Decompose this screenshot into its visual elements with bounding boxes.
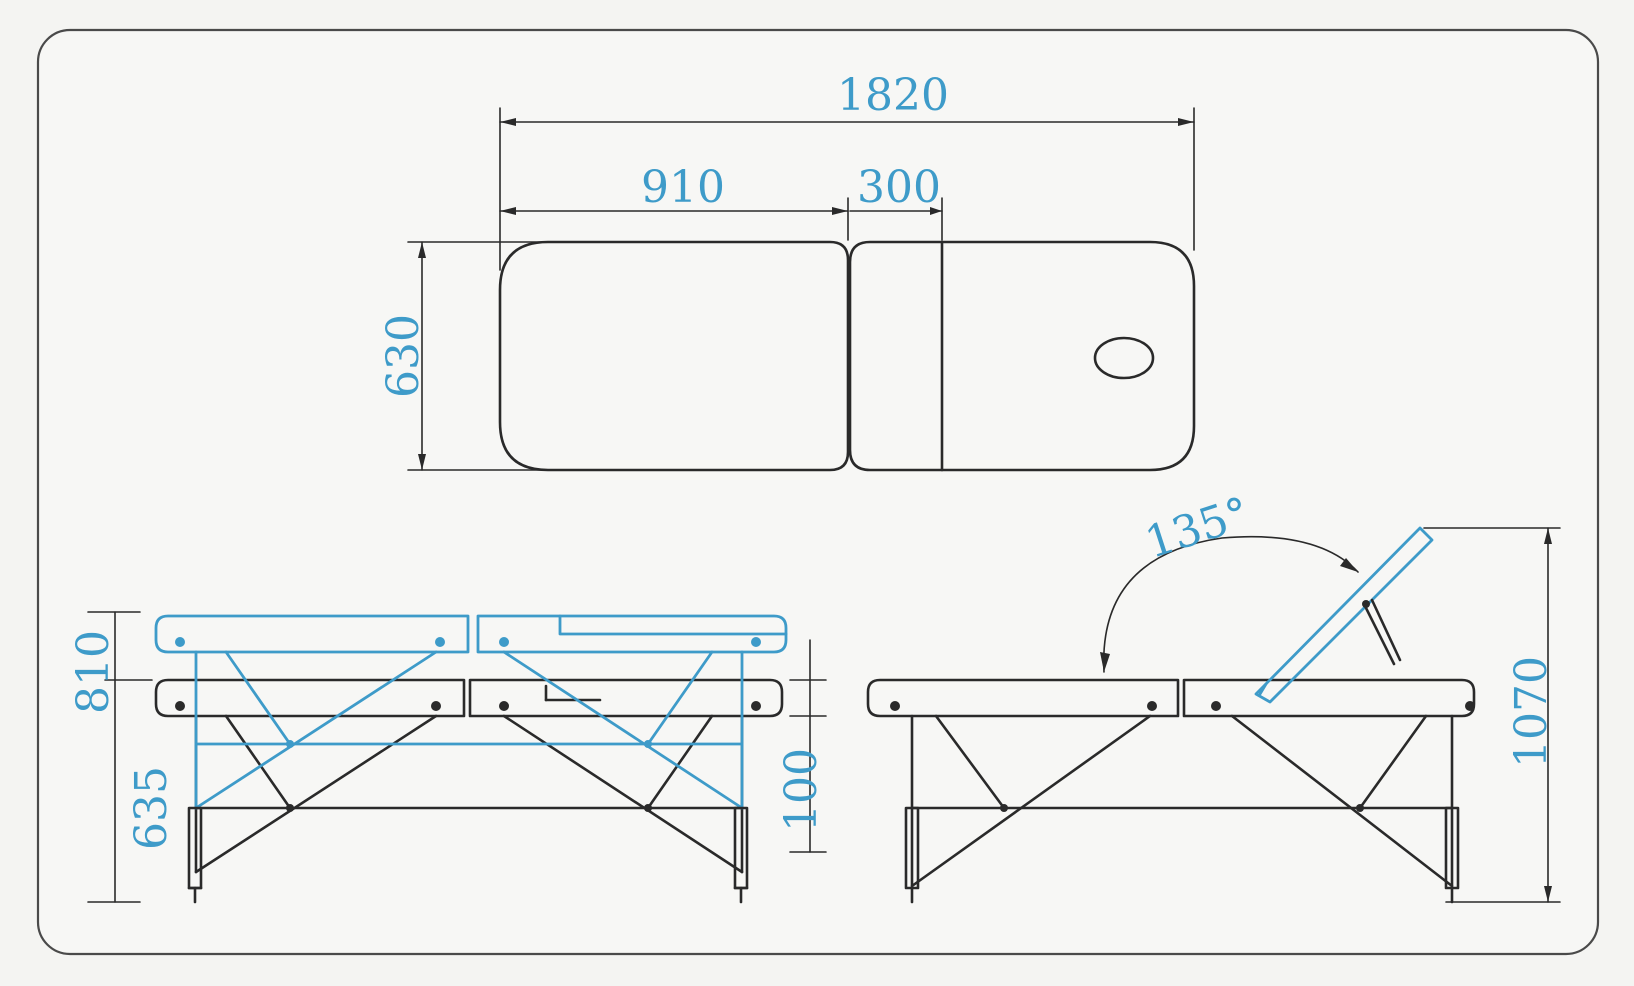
- width-label: 630: [378, 314, 429, 398]
- face-hole: [1093, 336, 1155, 380]
- head-section-length-label: 300: [857, 162, 941, 213]
- front-legs: [187, 806, 749, 904]
- section-length-label: 910: [641, 162, 725, 213]
- dim-height-step: 100: [776, 639, 827, 853]
- dim-head-section-length: 300: [849, 162, 943, 241]
- total-length-label: 1820: [837, 70, 949, 121]
- dim-section-length: 910: [499, 162, 849, 241]
- dim-width: 630: [378, 241, 561, 471]
- front-view: 810 635 100: [68, 611, 827, 904]
- dim-total-length: 1820: [499, 70, 1195, 271]
- tabletop-right-section: [848, 240, 1196, 472]
- dim-raised-height: 1070: [1423, 527, 1561, 903]
- dim-heights: 810 635: [68, 611, 177, 903]
- raised-height-label: 1070: [1506, 656, 1557, 768]
- table-raised-position: [154, 614, 788, 810]
- max-height-label: 810: [68, 630, 119, 714]
- table-lowered-position: [154, 678, 784, 874]
- diagram-frame: [36, 28, 1600, 956]
- raised-backrest: [1254, 526, 1434, 704]
- tabletop-left-section: [498, 240, 850, 472]
- top-view: 1820 910 300 630: [378, 70, 1196, 472]
- min-height-label: 635: [126, 766, 177, 850]
- height-step-label: 100: [776, 748, 827, 832]
